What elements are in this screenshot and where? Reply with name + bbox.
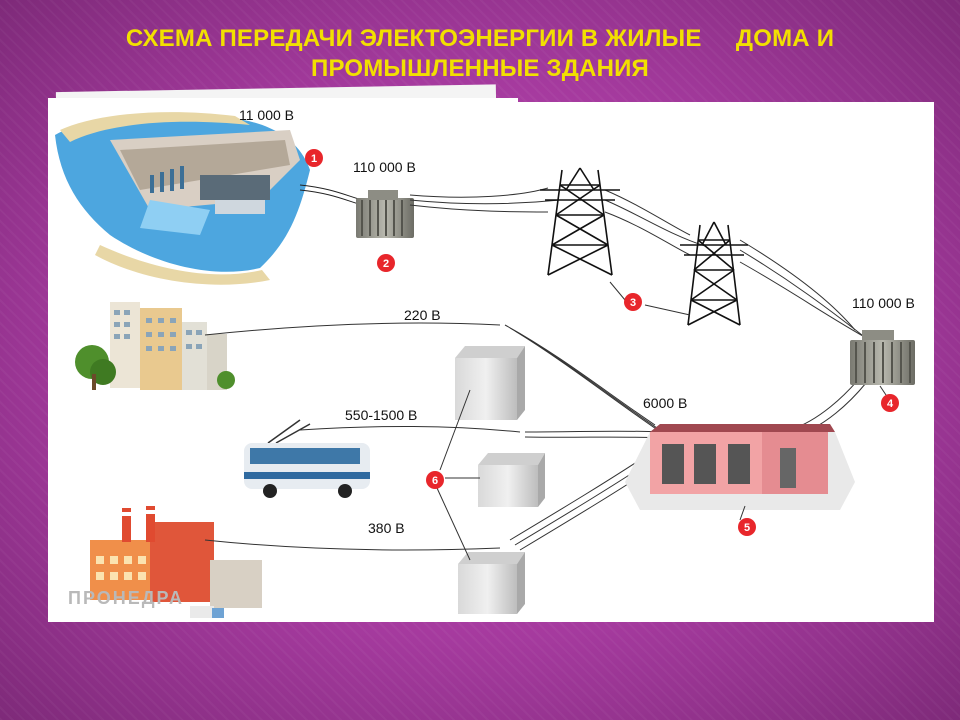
- transmission-tower-2: [680, 221, 748, 326]
- transmission-tower-1: [540, 167, 620, 276]
- marker-3: 3: [624, 293, 642, 311]
- page-title: СХЕМА ПЕРЕДАЧИ ЭЛЕКТОЭНЕРГИИ В ЖИЛЫЕ ДОМ…: [0, 24, 960, 84]
- marker-6: 6: [426, 471, 444, 489]
- step-up-transformer: [356, 190, 414, 238]
- distribution-substation-220: [455, 346, 525, 420]
- factory: [90, 506, 262, 618]
- paper-sheets: [48, 84, 518, 110]
- marker-connectors: [436, 281, 889, 561]
- consumer-lines: [204, 322, 521, 551]
- svg-text:2: 2: [383, 258, 389, 270]
- plant-to-transformer-lines: [299, 184, 363, 206]
- marker-4: 4: [881, 394, 899, 412]
- high-voltage-lines: [409, 187, 871, 341]
- marker-2: 2: [377, 254, 395, 272]
- svg-text:3: 3: [630, 297, 636, 309]
- label-11000v: 11 000 В: [239, 107, 294, 123]
- distribution-substation-380: [458, 552, 525, 614]
- residential-buildings: [75, 302, 235, 390]
- distribution-substation-550: [478, 453, 545, 507]
- title-line-1: СХЕМА ПЕРЕДАЧИ ЭЛЕКТОЭНЕРГИИ В ЖИЛЫЕ ДОМ…: [125, 25, 835, 52]
- step-down-transformer: [850, 330, 915, 385]
- svg-text:5: 5: [744, 522, 750, 534]
- label-6000v: 6000 В: [643, 395, 687, 411]
- svg-text:4: 4: [887, 398, 894, 410]
- trolleybus: [244, 419, 370, 498]
- label-220v: 220 В: [404, 307, 441, 323]
- main-substation-building: [625, 424, 855, 510]
- title-line-2: ПРОМЫШЛЕННЫЕ ЗДАНИЯ: [311, 55, 649, 82]
- marker-5: 5: [738, 518, 756, 536]
- svg-text:1: 1: [311, 153, 317, 165]
- label-110000v-top: 110 000 В: [353, 159, 416, 175]
- svg-text:6: 6: [432, 475, 438, 487]
- hydro-power-plant: [55, 112, 310, 285]
- watermark: ПРОНЕДРА: [68, 588, 184, 608]
- label-110000v-right: 110 000 В: [852, 295, 915, 311]
- label-380v: 380 В: [368, 520, 405, 536]
- label-550-1500v: 550-1500 В: [345, 407, 417, 423]
- marker-1: 1: [305, 149, 323, 167]
